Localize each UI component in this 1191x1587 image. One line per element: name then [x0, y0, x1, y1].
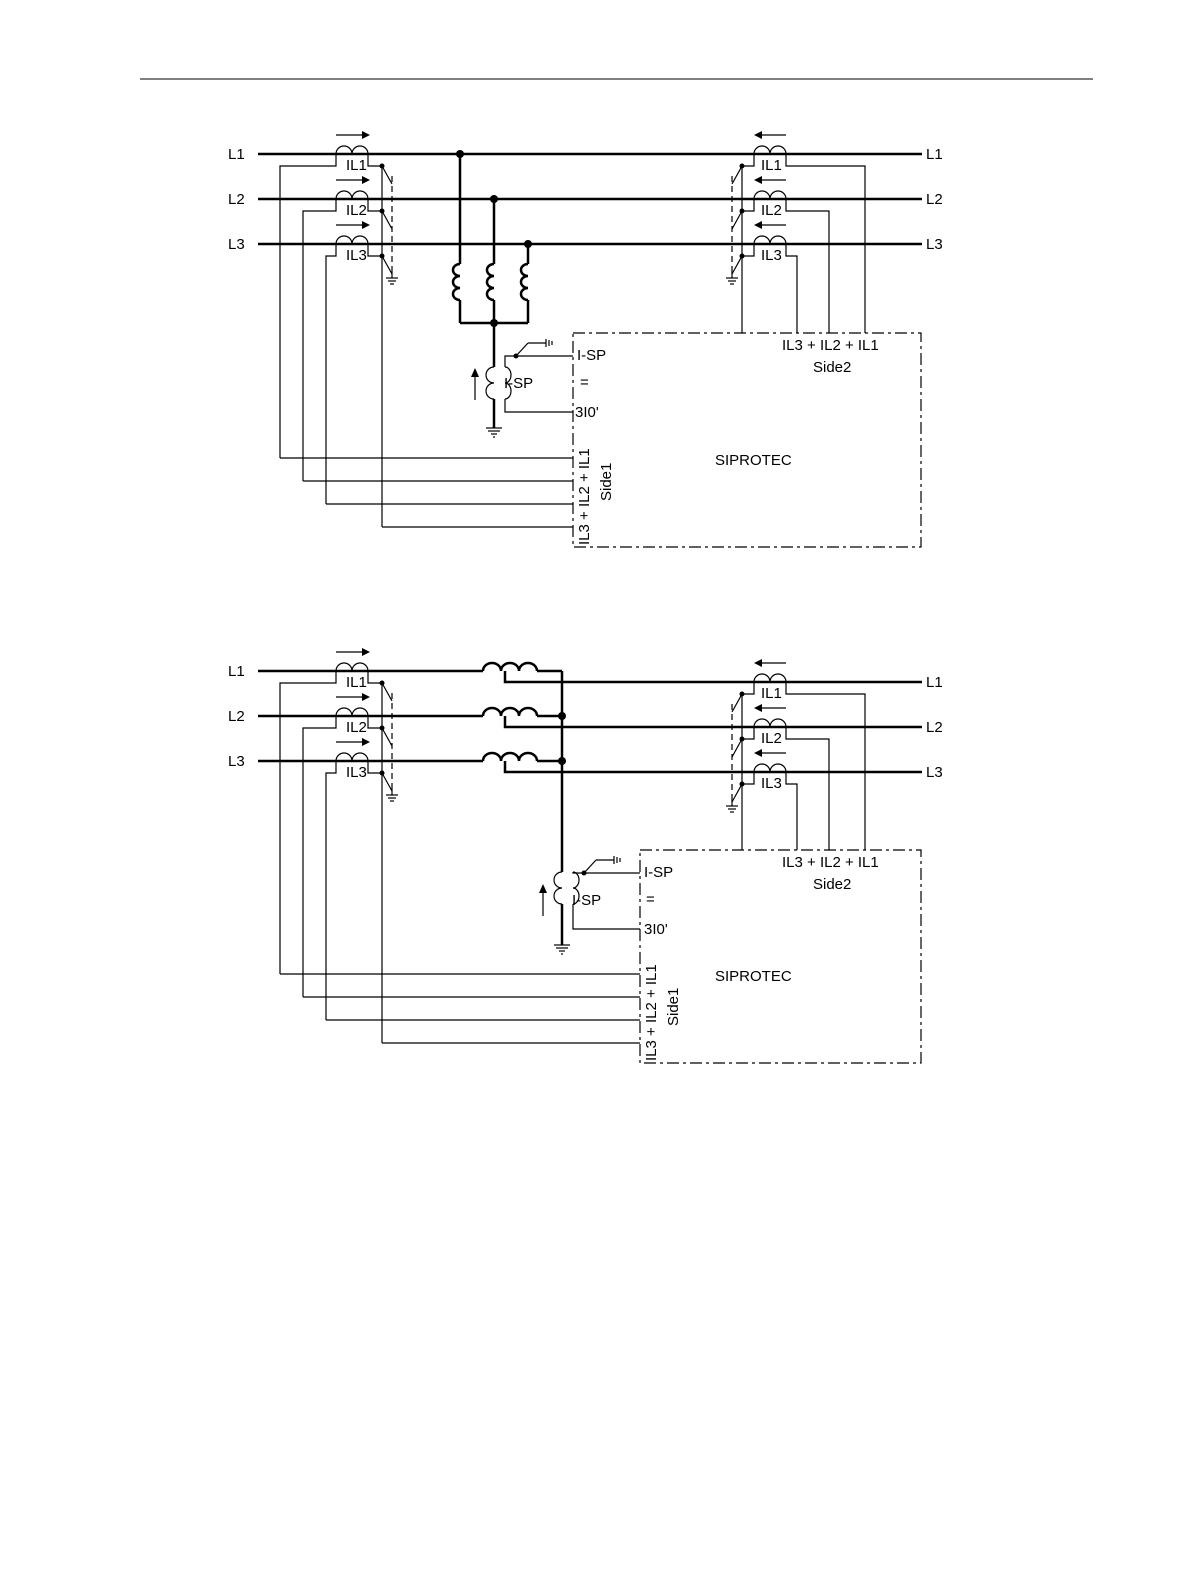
- label-rct-il2: IL2: [761, 202, 782, 219]
- label2-ct-il2: IL2: [346, 719, 367, 736]
- sensor-label: I-SP: [504, 375, 533, 392]
- label2-right-l2: L2: [926, 719, 943, 736]
- label-right-l2: L2: [926, 191, 943, 208]
- side1-name: Side1: [598, 463, 615, 501]
- label2-left-l2: L2: [228, 708, 245, 725]
- terminal-eq: =: [580, 374, 589, 391]
- side2b-inputs: IL3 + IL2 + IL1: [782, 854, 879, 871]
- label2-right-l3: L3: [926, 764, 943, 781]
- diagram2-labels: L1 L2 L3 L1 L2 L3 IL1 IL2 IL3 IL1 IL2 IL…: [228, 663, 943, 1061]
- label-right-l3: L3: [926, 236, 943, 253]
- sensor2-label: I-SP: [572, 892, 601, 909]
- label2-rct-il2: IL2: [761, 730, 782, 747]
- label-left-l1: L1: [228, 146, 245, 163]
- siprotec-box-2: [640, 850, 921, 1063]
- label-left-l2: L2: [228, 191, 245, 208]
- side1b-name: Side1: [665, 988, 682, 1026]
- terminal-isp: I-SP: [577, 347, 606, 364]
- label-left-l3: L3: [228, 236, 245, 253]
- device-name: SIPROTEC: [715, 452, 792, 469]
- siprotec-box: [573, 333, 921, 547]
- label-ct-il2: IL2: [346, 202, 367, 219]
- label2-ct-il3: IL3: [346, 764, 367, 781]
- label2-right-l1: L1: [926, 674, 943, 691]
- label2-left-l3: L3: [228, 753, 245, 770]
- side2b-name: Side2: [813, 876, 851, 893]
- device2-name: SIPROTEC: [715, 968, 792, 985]
- label-ct-il3: IL3: [346, 247, 367, 264]
- label-right-l1: L1: [926, 146, 943, 163]
- left-ct-group: [280, 135, 398, 527]
- terminal2-eq: =: [646, 891, 655, 908]
- terminal2-isp: I-SP: [644, 864, 673, 881]
- side1-inputs: IL3 + IL2 + IL1: [576, 448, 593, 545]
- side2-name: Side2: [813, 359, 851, 376]
- side2-inputs: IL3 + IL2 + IL1: [782, 337, 879, 354]
- label2-rct-il1: IL1: [761, 685, 782, 702]
- label2-rct-il3: IL3: [761, 775, 782, 792]
- label2-left-l1: L1: [228, 663, 245, 680]
- label-rct-il3: IL3: [761, 247, 782, 264]
- label-rct-il1: IL1: [761, 157, 782, 174]
- right-ct-group: [726, 135, 865, 333]
- terminal-3i0: 3I0': [575, 404, 599, 421]
- side1b-inputs: IL3 + IL2 + IL1: [643, 964, 660, 1061]
- label2-ct-il1: IL1: [346, 674, 367, 691]
- label-ct-il1: IL1: [346, 157, 367, 174]
- diagram1-labels: L1 L2 L3 L1 L2 L3 IL1 IL2 IL3 IL1 IL2 IL…: [228, 146, 943, 545]
- terminal2-3i0: 3I0': [644, 921, 668, 938]
